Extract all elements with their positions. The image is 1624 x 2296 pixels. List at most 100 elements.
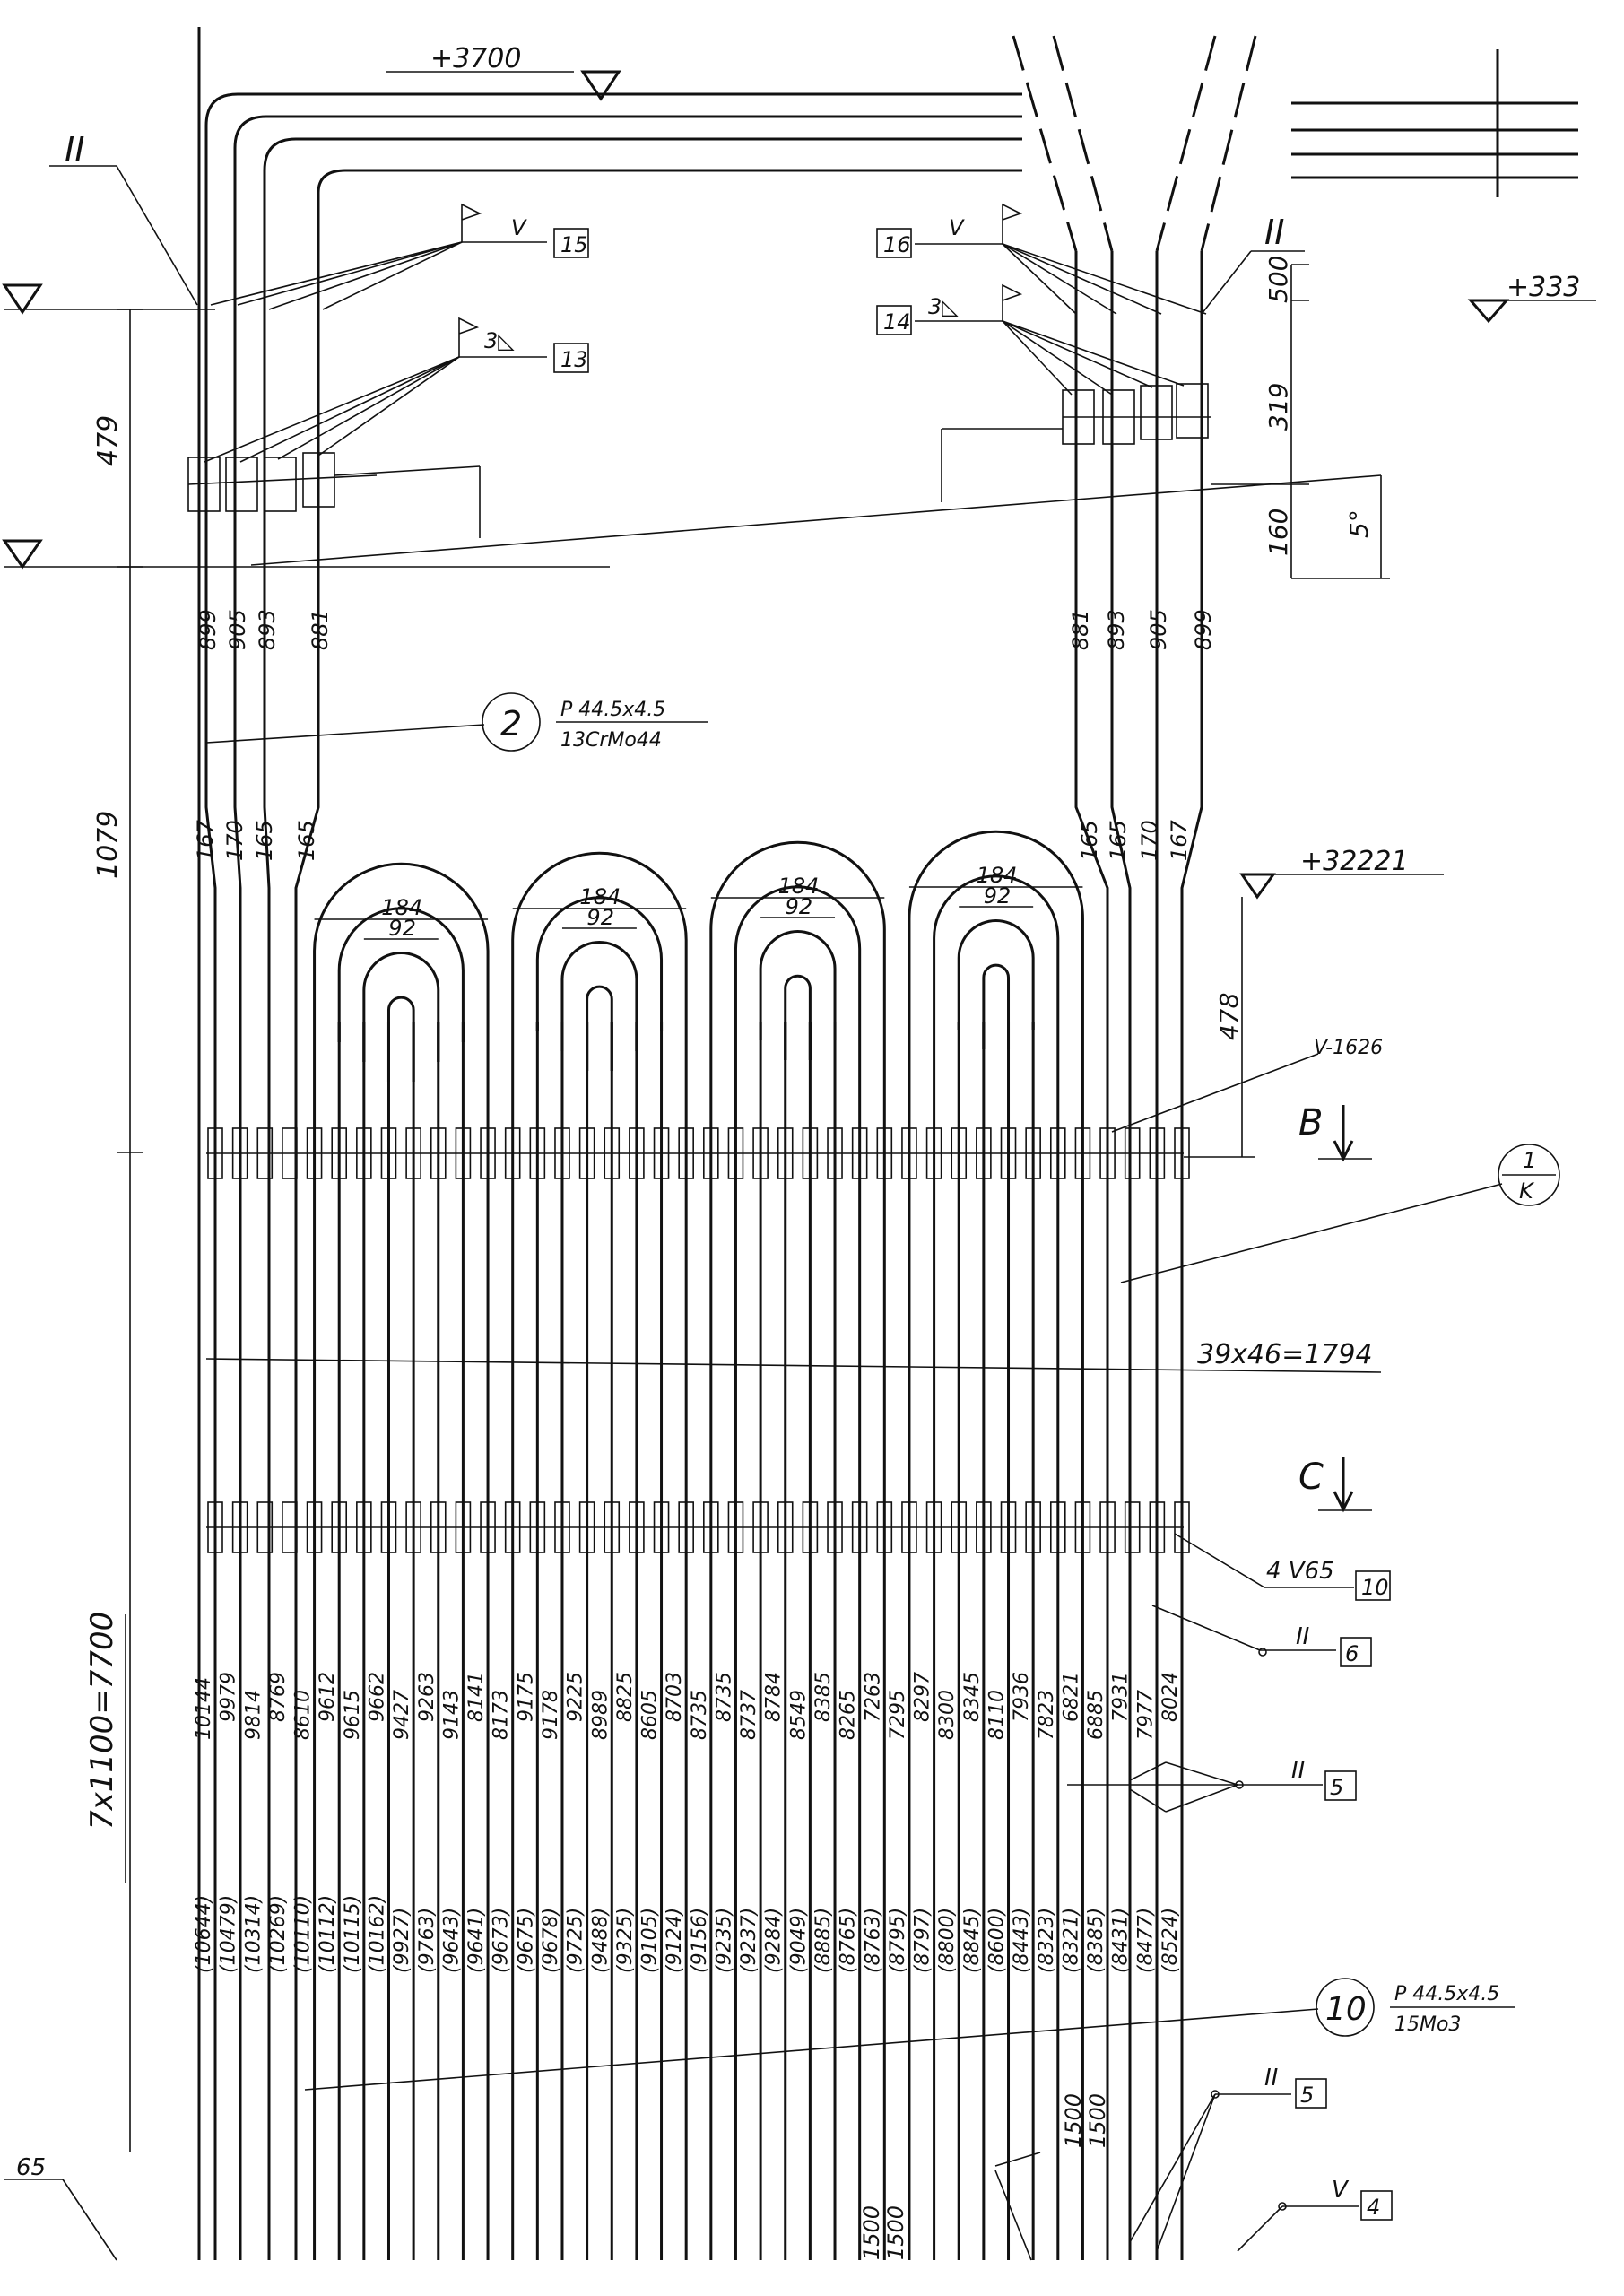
bend-dim-inner: 92 [984,883,1012,909]
tube-length-lower: (8765) [838,1908,860,1973]
support-lug [1000,1127,1017,1179]
tube-length-upper: 8110 [986,1690,1009,1740]
tube-length-upper: 6885 [1085,1690,1107,1740]
support-lug [752,1501,769,1553]
support-lug [380,1127,397,1179]
weld-16-symbol: V [949,215,965,240]
tube-length-lower: (9675) [515,1908,537,1973]
offset-dim-right: 899 [1191,609,1216,650]
support-lug [727,1127,744,1179]
dim-1079-label: 1079 [92,811,124,879]
weld-14-symbol: 3◺ [928,294,959,319]
dimension-478: 478 [1184,897,1255,1158]
weld-mark-16: 16 V [876,203,1207,315]
weld-mark-4: V 4 [1237,2177,1393,2252]
support-lug [976,1127,992,1179]
support-strip-c [206,1501,1190,1553]
tube-length-upper: 9143 [440,1690,463,1740]
section-mark-right-label: II [1264,213,1284,252]
hairpin-bend [535,896,664,1031]
tube-length-upper: 9225 [565,1672,587,1722]
tube-length-lower: (8385) [1085,1908,1107,1973]
offset-dim-right: 905 [1146,609,1171,650]
dim-160-label: 160 [1264,509,1293,556]
view-b-mark: B V-1626 [1111,1037,1383,1162]
riser-tubes-left [204,305,320,2260]
bend-dim-inner: 92 [388,916,416,941]
dim-478-label: 478 [1214,993,1244,1040]
tube-length-upper: 8300 [936,1690,959,1740]
dimension-7700: 7x1100=7700 [84,1612,126,1883]
section-mark-left-label: II [65,130,84,170]
offset-dim-left: 905 [225,609,250,650]
tube-length-lower: (8524) [1159,1908,1182,1973]
callout-2-spec: P 44.5x4.5 [560,699,665,721]
tube-length-upper: 8345 [961,1672,984,1722]
tube-length-lower: (8600) [986,1908,1009,1973]
hairpin-bend [734,885,862,1021]
weld-65-label: 65 [16,2154,46,2181]
support-lug [629,1501,645,1553]
hairpin-bend [784,974,812,1060]
tube-length-lower: (10110) [292,1895,315,1973]
support-lug [1000,1501,1017,1553]
tube-length-lower: (9325) [614,1908,637,1973]
small-dim-left: 167 [193,819,218,861]
support-lug [1149,1127,1166,1179]
tube-length-upper: 8737 [738,1690,760,1740]
support-lug [1174,1127,1190,1179]
support-lug [802,1127,819,1179]
support-lug [851,1127,868,1179]
tube-length-lower: (10162) [366,1895,388,1973]
tube-length-upper: 9427 [391,1690,413,1740]
support-lug [653,1127,670,1179]
weld-mark-5a: II 5 [1067,1757,1357,1813]
elevation-top-label: +3700 [430,43,521,74]
support-lug [207,1127,223,1179]
bend-dim-outer: 184 [579,884,621,909]
support-lug [604,1501,621,1553]
tube-length-lower: (8477) [1134,1908,1157,1973]
weld-10-symbol: 4 V65 [1266,1558,1334,1585]
tube-length-lower: (8321) [1060,1908,1082,1973]
tube-length-upper: 9263 [416,1672,439,1722]
support-lug [1124,1127,1141,1179]
tube-length-lower: (8323) [1036,1908,1058,1973]
attachment-blocks-left [187,452,481,538]
tube-length-lower: (10269) [267,1895,290,1973]
support-lug [405,1501,421,1553]
tube-length-upper: 9979 [218,1672,240,1722]
bottom-lengths: 1500 1500 1500 1500 [859,2093,1110,2261]
tube-length-upper: 9814 [242,1690,265,1740]
weld-mark-5b: II 5 [994,2065,1327,2252]
support-lug [380,1501,397,1553]
tube-length-lower: (9673) [491,1908,513,1973]
support-lug [331,1501,348,1553]
weld-15-num: 15 [560,232,588,257]
tube-length-lower: (8431) [1110,1908,1133,1973]
small-dim-right: 167 [1167,819,1192,861]
support-lug [430,1127,447,1179]
dimension-479: 479 [92,415,124,466]
support-lug [678,1501,694,1553]
tube-length-lower: (8795) [887,1908,909,1973]
tube-length-upper: 8703 [664,1672,686,1722]
support-lug [480,1501,496,1553]
support-lug [504,1501,521,1553]
tube-length-upper: 9615 [342,1690,364,1740]
small-dim-right: 170 [1137,820,1162,861]
tube-length-upper: 7295 [887,1690,909,1740]
header-tubes-right [1012,35,1578,252]
dimension-pitch: 39x46=1794 [205,1339,1382,1373]
support-lug [1074,1501,1091,1553]
bottom-length-3: 1500 [859,2205,884,2260]
support-lug [578,1501,595,1553]
support-lug [703,1127,719,1179]
offset-dim-left: 881 [308,609,333,650]
tube-length-lower: (9488) [589,1908,612,1973]
